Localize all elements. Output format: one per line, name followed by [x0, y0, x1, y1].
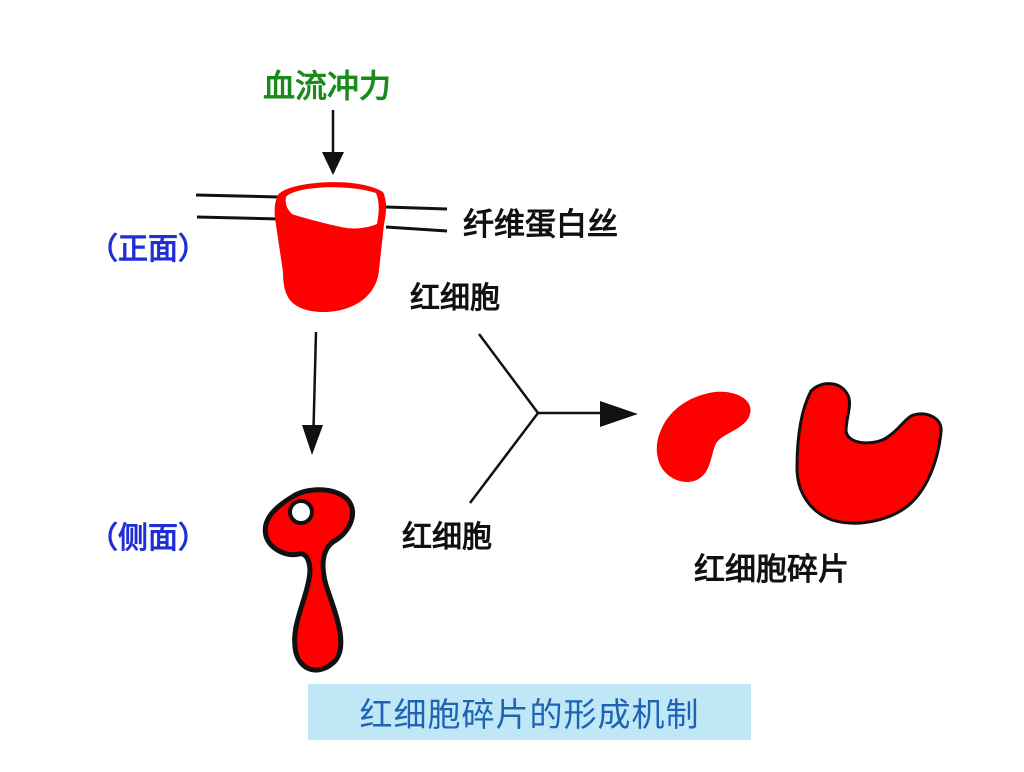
- red-cell-fragment-label: 红细胞碎片: [694, 552, 849, 588]
- side-view-cell: [262, 487, 355, 673]
- caption-text: 红细胞碎片的形成机制: [359, 695, 700, 734]
- shearing-line-upper: [477, 333, 540, 414]
- downward-arrowhead: [302, 425, 323, 455]
- blood-flow-force-label: 血流冲力: [263, 67, 392, 105]
- fibrin-strand-lower-left: [196, 215, 281, 221]
- fibrin-strand-lower-right: [385, 225, 448, 233]
- caption-box: 红细胞碎片的形成机制: [308, 684, 751, 740]
- fragment-large: [795, 382, 943, 525]
- fragment-small: [656, 391, 751, 483]
- side-view-label: （侧面）: [88, 521, 208, 556]
- fibrin-strand-label: 纤维蛋白丝: [463, 207, 618, 243]
- shearing-line-lower: [469, 412, 539, 504]
- red-cell-label-upper: 红细胞: [410, 281, 500, 316]
- front-view-label: （正面）: [88, 232, 208, 267]
- side-view-cell-hole: [288, 499, 314, 525]
- fibrin-strand-upper-right: [385, 205, 448, 211]
- force-arrowhead: [322, 152, 344, 175]
- fragment-arrowhead: [600, 401, 638, 427]
- fibrin-strand-upper-left: [195, 193, 280, 199]
- front-view-cell-indentation: [285, 187, 379, 229]
- red-cell-label-lower: 红细胞: [402, 520, 492, 555]
